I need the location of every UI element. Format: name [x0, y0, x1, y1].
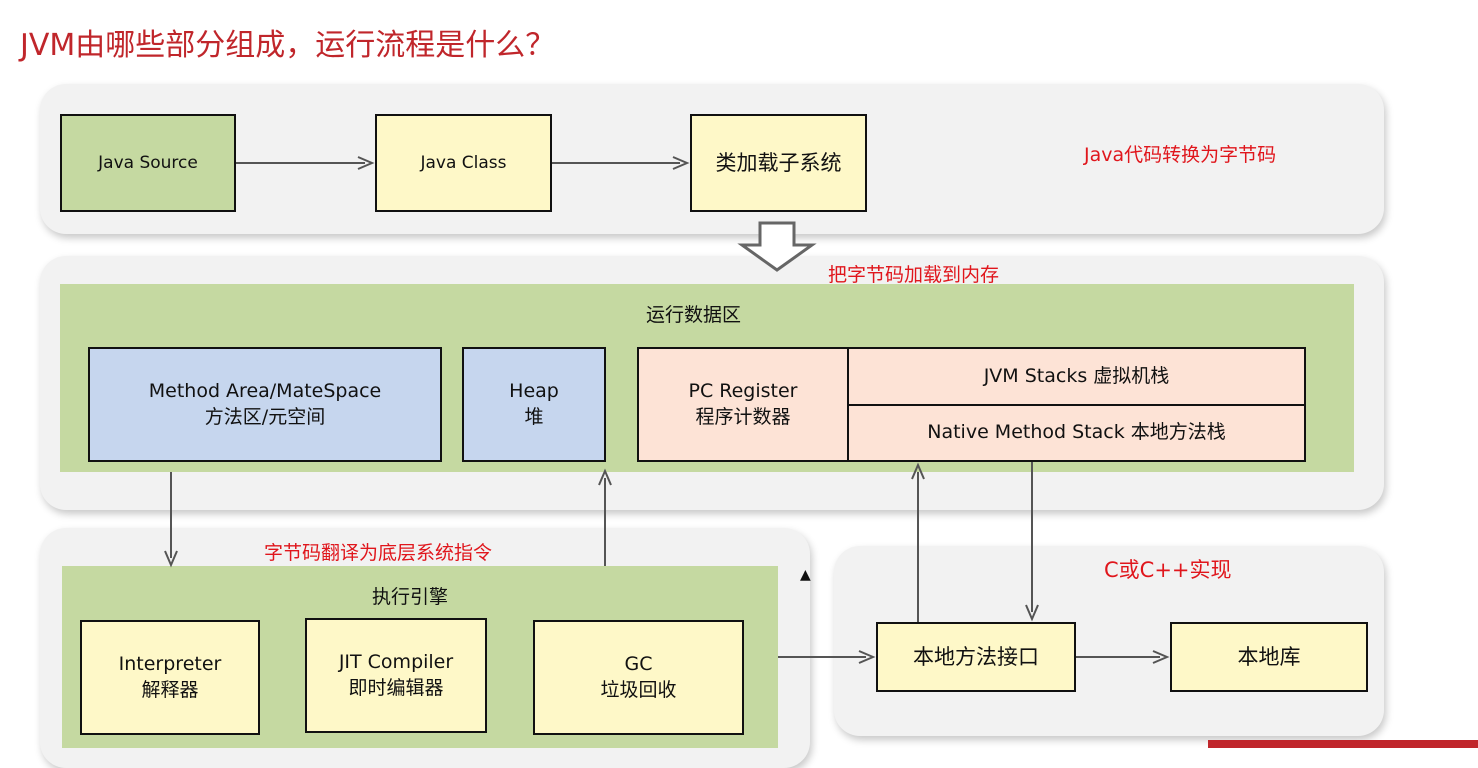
method-area-label-en: Method Area/MateSpace [148, 379, 382, 402]
arrow-interface-to-stack-head [911, 462, 925, 480]
class-loader-box: 类加载子系统 [690, 114, 867, 212]
method-area-box: Method Area/MateSpace 方法区/元空间 [88, 347, 442, 462]
heap-box: Heap 堆 [462, 347, 606, 462]
arrow-source-to-class-head [357, 156, 375, 170]
interpreter-label-zh: 解释器 [141, 678, 199, 701]
note-load-to-memory: 把字节码加载到内存 [828, 264, 1000, 286]
gc-label-en: GC [624, 652, 653, 675]
arrow-class-to-loader-head [672, 156, 690, 170]
jit-compiler-box: JIT Compiler 即时编辑器 [305, 618, 487, 733]
jit-compiler-label-zh: 即时编辑器 [348, 676, 444, 699]
arrow-engine-to-interface-head [858, 650, 876, 664]
mouse-cursor-icon: ▲ [800, 567, 811, 583]
java-source-box: Java Source [60, 114, 236, 212]
arrow-method-to-engine-head [164, 550, 178, 568]
java-class-label: Java Class [420, 152, 507, 173]
note-native-impl: C或C++实现 [1104, 558, 1232, 582]
class-loader-label: 类加载子系统 [715, 150, 842, 175]
load-to-memory-arrow [737, 221, 817, 272]
pc-register-label-en: PC Register [688, 379, 798, 402]
native-method-stack-label: Native Method Stack 本地方法栈 [927, 421, 1226, 444]
gc-label-zh: 垃圾回收 [600, 678, 677, 701]
native-library-box: 本地库 [1170, 622, 1368, 692]
java-source-label: Java Source [98, 152, 198, 173]
arrow-interface-to-library-head [1152, 650, 1170, 664]
arrow-stack-to-interface-head [1025, 604, 1039, 622]
flow-arrows [164, 156, 1170, 664]
native-interface-label: 本地方法接口 [913, 644, 1039, 669]
gc-box: GC 垃圾回收 [533, 620, 744, 735]
jit-compiler-label-en: JIT Compiler [338, 650, 454, 673]
heap-label-en: Heap [509, 379, 559, 402]
arrow-engine-to-heap-head [598, 468, 612, 486]
page-title: JVM由哪些部分组成，运行流程是什么？ [20, 28, 556, 63]
corner-accent-bar [1208, 740, 1478, 748]
java-class-box: Java Class [375, 114, 552, 212]
note-translate: 字节码翻译为底层系统指令 [264, 542, 493, 564]
interpreter-label-en: Interpreter [118, 652, 222, 675]
native-interface-box: 本地方法接口 [876, 622, 1076, 692]
note-to-bytecode: Java代码转换为字节码 [1084, 144, 1277, 166]
execution-engine-title: 执行引擎 [372, 586, 449, 608]
runtime-area-title: 运行数据区 [646, 304, 742, 326]
native-library-label: 本地库 [1237, 644, 1301, 669]
heap-label-zh: 堆 [524, 405, 544, 428]
jvm-stacks-label: JVM Stacks 虚拟机栈 [983, 364, 1170, 387]
pc-register-label-zh: 程序计数器 [695, 405, 791, 428]
method-area-label-zh: 方法区/元空间 [204, 405, 326, 428]
native-method-stack-box: Native Method Stack 本地方法栈 [847, 404, 1306, 462]
interpreter-box: Interpreter 解释器 [80, 620, 260, 735]
